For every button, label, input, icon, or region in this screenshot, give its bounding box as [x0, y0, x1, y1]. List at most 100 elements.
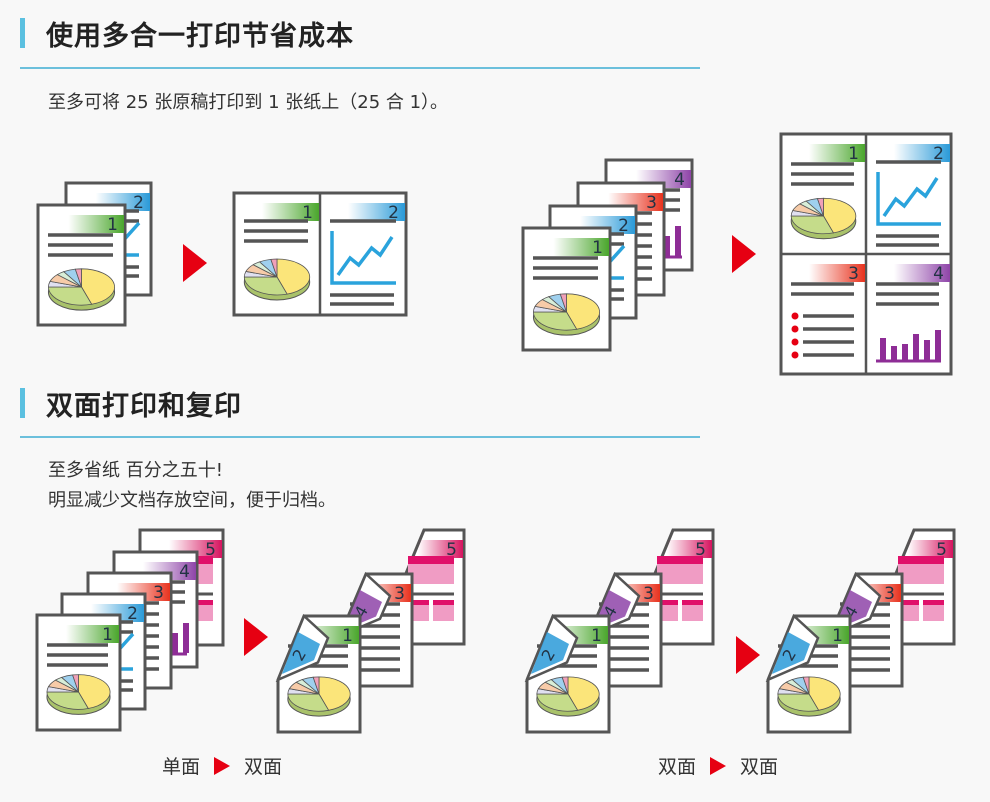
page-number-tab [553, 238, 609, 256]
block [682, 605, 703, 621]
caption-from: 双面 [658, 756, 697, 778]
chart-axis [330, 231, 396, 285]
section-title-duplex: 双面打印和复印 [46, 391, 242, 422]
page-number: 2 [133, 193, 144, 213]
page-number-tab [894, 144, 950, 162]
arrow-right-icon [244, 618, 268, 656]
page-1: 1 [521, 226, 612, 352]
page-number: 1 [102, 625, 113, 645]
pie-slice [276, 258, 311, 295]
block [433, 605, 454, 621]
pie-slice [72, 674, 79, 693]
page-number-tab [262, 203, 319, 221]
bar-chart-bar [902, 344, 908, 360]
block [923, 605, 944, 621]
arrow-right-icon [710, 756, 727, 775]
duplex-page-1: 12 [275, 613, 362, 734]
section-title-multi-up: 使用多合一打印节省成本 [46, 21, 354, 52]
pie-slice [46, 691, 89, 710]
page-number: 1 [592, 238, 603, 258]
pie-slice [81, 268, 115, 305]
bar-chart-bar [935, 330, 941, 360]
page-number: 4 [674, 170, 685, 190]
pie-slice [536, 693, 579, 712]
page-number: 3 [643, 584, 654, 604]
line-chart-icon [882, 177, 939, 217]
block [898, 600, 919, 605]
divider [20, 436, 700, 438]
pie-slice [566, 293, 600, 330]
pie-slice [567, 676, 600, 711]
section-description: 至多可将 25 张原稿打印到 1 张纸上（25 合 1）。 [48, 92, 449, 113]
pie-slice [808, 676, 841, 711]
page-number: 3 [153, 583, 164, 603]
page-number-tab [417, 540, 463, 558]
block [657, 556, 703, 564]
page-number: 2 [933, 144, 944, 164]
page-number-tab [66, 625, 119, 643]
back-page-tab [531, 632, 569, 674]
pie-slice [533, 311, 578, 331]
back-page-tab [282, 632, 320, 674]
bar-chart-bar [924, 340, 930, 360]
pie-slice [823, 197, 857, 234]
pie-slice [790, 215, 835, 235]
arrow-right-icon [183, 244, 207, 282]
pie-slice [318, 676, 351, 711]
page-number-tab [907, 540, 953, 558]
page-number: 1 [832, 626, 843, 646]
caption-to: 双面 [740, 756, 779, 778]
bullet [791, 312, 799, 320]
pie-slice [270, 258, 278, 278]
page-number: 2 [127, 604, 138, 624]
pie-slice [48, 286, 93, 306]
duplex-page-5: 5 [396, 528, 466, 646]
pie-slice [74, 268, 82, 288]
page-number-tab [809, 144, 865, 162]
page-number: 3 [646, 193, 657, 213]
caption-to: 双面 [244, 756, 283, 778]
duplex-page-1: 12 [765, 613, 852, 734]
duplex-page-1: 12 [524, 613, 611, 734]
page-number: 1 [107, 215, 118, 235]
section-description-line2: 明显减少文档存放空间，便于归档。 [48, 490, 336, 511]
bar-chart-bar [913, 334, 919, 360]
page-number: 5 [205, 540, 216, 560]
page-number: 3 [848, 264, 859, 284]
pie-slice [777, 693, 820, 712]
pie-slice [561, 676, 569, 695]
arrow-right-icon [214, 756, 231, 775]
bullet [791, 351, 799, 359]
arrow-right-icon [732, 235, 756, 273]
page-number: 2 [618, 216, 629, 236]
page-number: 3 [394, 584, 405, 604]
page-number: 3 [884, 584, 895, 604]
page-number-tab [68, 215, 124, 233]
back-page-tab [772, 632, 810, 674]
block [657, 564, 703, 584]
duplex-page-5: 5 [645, 528, 715, 646]
bar-chart-bar [172, 633, 178, 653]
heading-accent-bar [20, 388, 25, 418]
chart-axis [876, 172, 941, 226]
page-number-tab [666, 540, 712, 558]
block [898, 556, 944, 564]
bullet [791, 325, 799, 333]
caption-simplex-to-duplex: 单面 双面 [162, 752, 282, 779]
block [408, 600, 429, 605]
block [682, 600, 703, 605]
divider [20, 67, 700, 69]
pie-slice [559, 293, 567, 313]
page-number: 4 [933, 264, 944, 284]
page-number: 5 [446, 540, 457, 560]
pie-slice [816, 197, 824, 217]
block [408, 556, 454, 564]
page-number-tab [348, 203, 405, 221]
bar-chart-bar [891, 346, 897, 360]
page-number: 2 [388, 203, 399, 223]
bar-chart-bar [880, 338, 886, 360]
page-number: 1 [591, 626, 602, 646]
